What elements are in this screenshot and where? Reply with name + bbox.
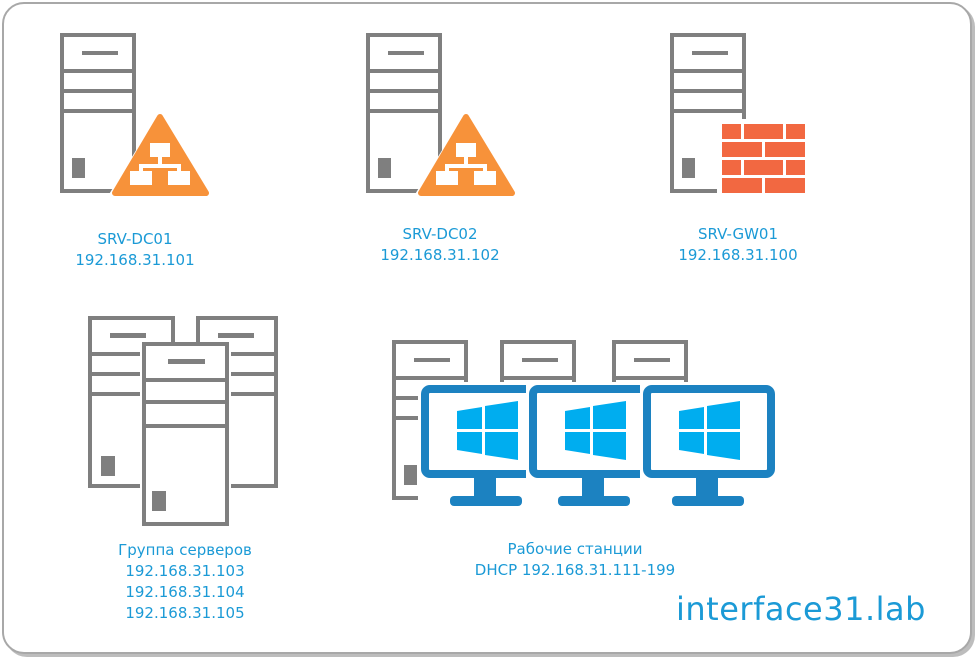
workstations-range: DHCP 192.168.31.111-199 [474,561,676,579]
group-title: Группа серверов [118,541,252,559]
node-ip: 192.168.31.102 [380,246,500,264]
server-group-icon [88,316,278,526]
group-ip: 192.168.31.105 [125,604,245,622]
workstations-icon [392,340,782,505]
node-name: SRV-DC01 [97,230,173,248]
group-ip: 192.168.31.104 [125,583,245,601]
node-label-dc02: SRV-DC02 192.168.31.102 [370,224,510,266]
server-dc02-icon [366,33,518,196]
node-name: SRV-GW01 [697,225,778,243]
brand-text: interface31.lab [676,590,926,628]
node-name: SRV-DC02 [402,225,478,243]
workstations-title: Рабочие станции [507,540,643,558]
node-ip: 192.168.31.101 [75,251,195,269]
server-gw01-icon [670,33,809,195]
node-label-dc01: SRV-DC01 192.168.31.101 [65,229,205,271]
workstations-label: Рабочие станции DHCP 192.168.31.111-199 [460,539,690,581]
node-ip: 192.168.31.100 [678,246,798,264]
node-label-gw01: SRV-GW01 192.168.31.100 [668,224,808,266]
server-dc01-icon [60,33,212,196]
group-ip: 192.168.31.103 [125,562,245,580]
server-group-label: Группа серверов 192.168.31.103 192.168.3… [110,540,260,624]
